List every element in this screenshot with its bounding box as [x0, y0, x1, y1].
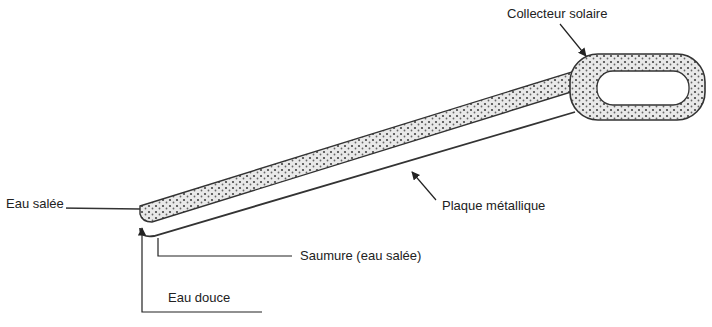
leader-line	[560, 24, 586, 56]
outlet-label: Saumure (eau salée)	[298, 248, 423, 264]
part-label: Collecteur solaire	[505, 6, 609, 22]
collector-hollow	[597, 71, 689, 105]
leader-line	[142, 228, 262, 312]
water-film	[140, 70, 584, 222]
part-label: Plaque métallique	[440, 198, 547, 214]
salt-water-inlet	[60, 208, 140, 209]
solar-collector	[570, 54, 705, 120]
leader-line	[158, 238, 292, 256]
inlet-label: Eau salée	[4, 196, 66, 212]
metal-plate	[140, 112, 575, 236]
leader-line	[412, 172, 436, 200]
outlet-label: Eau douce	[166, 290, 232, 306]
